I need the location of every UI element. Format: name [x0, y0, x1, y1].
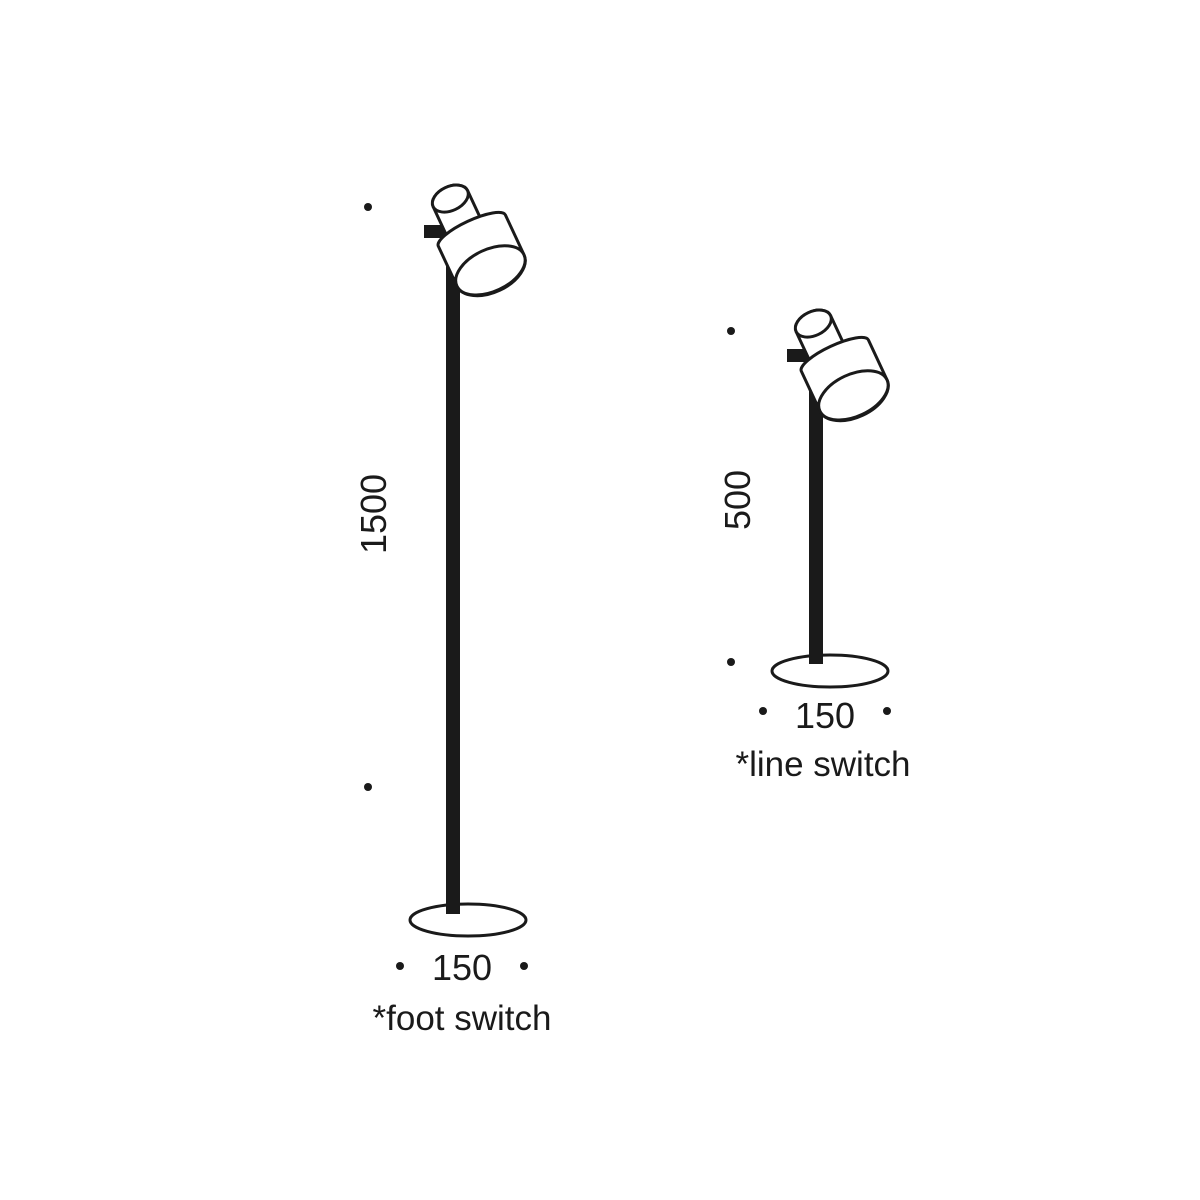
table-lamp-head	[793, 308, 890, 423]
floor-lamp-pole	[446, 193, 460, 914]
table-lamp-height-label: 500	[717, 470, 758, 530]
floor-lamp-width-left-dot	[396, 962, 404, 970]
floor-lamp-head	[430, 183, 527, 298]
floor-lamp-height-top-dot	[364, 203, 372, 211]
floor-lamp-drawing: 1500 150 *foot switch	[353, 183, 552, 1038]
table-lamp-width-left-dot	[759, 707, 767, 715]
table-lamp-base	[770, 653, 890, 689]
floor-lamp-base-width-label: 150	[432, 947, 492, 988]
floor-lamp-width-right-dot	[520, 962, 528, 970]
floor-lamp-switch-note: *foot switch	[373, 999, 552, 1038]
table-lamp-drawing: 500 150 *line switch	[717, 308, 911, 784]
floor-lamp-height-label: 1500	[353, 474, 394, 554]
table-lamp-height-top-dot	[727, 327, 735, 335]
table-lamp-height-bottom-dot	[727, 658, 735, 666]
floor-lamp-height-bottom-dot	[364, 783, 372, 791]
table-lamp-switch-note: *line switch	[735, 745, 910, 784]
table-lamp-base-width-label: 150	[795, 695, 855, 736]
table-lamp-width-right-dot	[883, 707, 891, 715]
floor-lamp-base	[408, 902, 528, 938]
